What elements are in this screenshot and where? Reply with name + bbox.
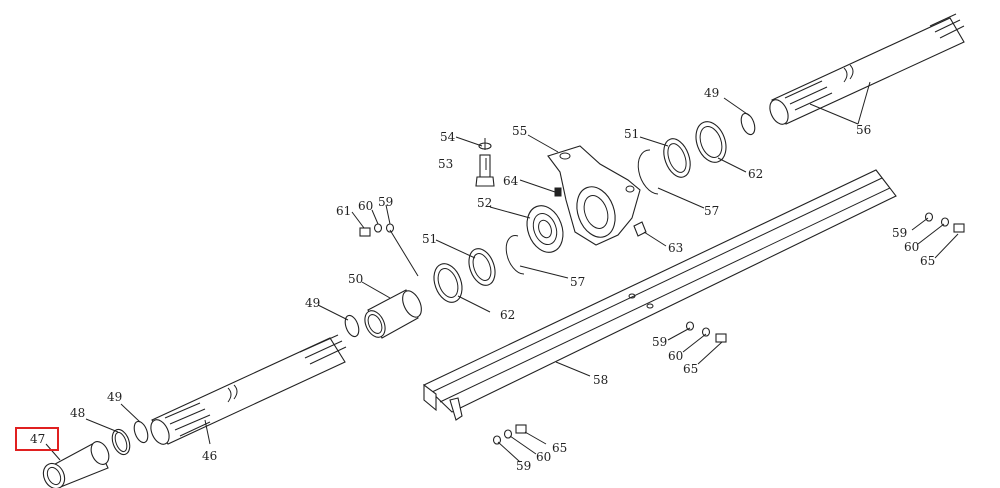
part-60-washer-bottom (503, 429, 513, 439)
part-52-bearing (526, 205, 564, 253)
part-65-bolt-right (953, 223, 965, 233)
part-60-washer-upper (373, 223, 383, 233)
part-59-nut-middle (685, 321, 695, 331)
part-63-screw (633, 221, 647, 237)
label-62-upper: 62 (748, 167, 763, 181)
part-46-shaft (150, 334, 347, 445)
label-49-upper: 49 (704, 86, 719, 100)
leader-lines (45, 81, 959, 463)
part-55-housing (547, 145, 641, 246)
part-65-bolt-bottom (515, 424, 527, 434)
label-59-upper: 59 (378, 195, 393, 209)
part-59-nut-right (924, 212, 934, 222)
part-49-snap-ring-lower (133, 420, 149, 444)
label-63: 63 (668, 241, 683, 255)
part-57-snap-ring-middle (505, 235, 525, 275)
label-64: 64 (503, 174, 519, 188)
label-47: 47 (30, 432, 45, 446)
label-52: 52 (477, 196, 492, 210)
label-61: 61 (336, 204, 351, 218)
part-54-nut (478, 138, 492, 150)
label-57-upper: 57 (704, 204, 719, 218)
label-53: 53 (438, 157, 453, 171)
label-65-right: 65 (920, 254, 935, 268)
label-62-middle: 62 (500, 308, 515, 322)
part-62-washer-middle (433, 263, 463, 303)
part-56-shaft (769, 13, 965, 125)
highlight-box-47 (15, 427, 59, 451)
part-59-nut-bottom (492, 435, 502, 445)
part-51-ring-middle (468, 248, 496, 286)
label-60-right: 60 (904, 240, 919, 254)
label-56: 56 (856, 123, 871, 137)
part-62-washer-upper (695, 121, 727, 163)
part-58-frame (423, 169, 897, 421)
part-49-snap-ring-upper (740, 112, 756, 136)
part-53-bolt (475, 154, 495, 187)
label-51-middle: 51 (422, 232, 437, 246)
label-49-lower: 49 (107, 390, 122, 404)
label-54: 54 (440, 130, 456, 144)
label-59-right: 59 (892, 226, 907, 240)
label-50: 50 (348, 272, 363, 286)
part-61-bolt-upper (359, 227, 371, 237)
label-60-bottom: 60 (536, 450, 551, 464)
label-60-upper: 60 (358, 199, 373, 213)
label-48: 48 (70, 406, 85, 420)
label-51-upper: 51 (624, 127, 639, 141)
part-47-sleeve (42, 441, 110, 488)
label-57-middle: 57 (570, 275, 585, 289)
label-55: 55 (512, 124, 527, 138)
part-64-screw (554, 187, 562, 197)
label-65-middle: 65 (683, 362, 698, 376)
label-46: 46 (202, 449, 217, 463)
label-65-bottom: 65 (552, 441, 567, 455)
label-59-middle: 59 (652, 335, 667, 349)
part-49-snap-ring-middle (344, 314, 360, 338)
labels: 47 48 49 46 49 50 51 52 53 54 55 64 61 6… (30, 86, 935, 473)
label-59-bottom: 59 (516, 459, 531, 473)
part-65-bolt-middle (715, 333, 727, 343)
label-49-middle: 49 (305, 296, 320, 310)
part-51-ring-upper (663, 138, 691, 178)
label-58: 58 (593, 373, 608, 387)
part-50-bushing (364, 289, 422, 339)
part-60-washer-middle (701, 327, 711, 337)
label-60-middle: 60 (668, 349, 683, 363)
part-57-snap-ring-upper (637, 149, 659, 195)
part-48-ring (111, 428, 131, 456)
